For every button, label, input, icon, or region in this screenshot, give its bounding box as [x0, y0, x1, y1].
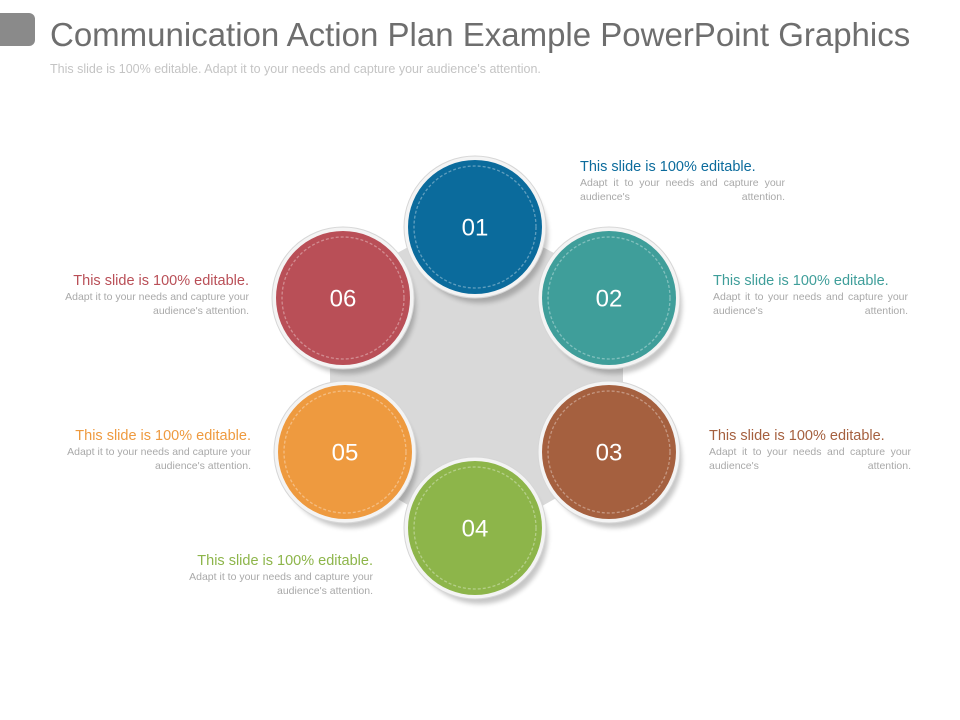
step-06-heading: This slide is 100% editable. [73, 273, 249, 289]
step-04-number: 04 [462, 516, 489, 543]
step-06-body: Adapt it to your needs and capture your … [65, 291, 249, 317]
step-01-label: This slide is 100% editable. Adapt it to… [580, 159, 785, 204]
step-03-body: Adapt it to your needs and capture your … [709, 446, 911, 472]
step-02-number: 02 [596, 286, 623, 313]
step-03-label: This slide is 100% editable. Adapt it to… [709, 428, 911, 473]
corner-tab [0, 13, 35, 46]
step-03-circle: 03 [537, 380, 682, 528]
step-03-heading: This slide is 100% editable. [709, 428, 885, 444]
step-01-heading: This slide is 100% editable. [580, 159, 756, 175]
slide-subtitle: This slide is 100% editable. Adapt it to… [50, 62, 541, 76]
step-01-circle: 01 [403, 155, 548, 303]
step-01-number: 01 [462, 215, 489, 242]
step-02-heading: This slide is 100% editable. [713, 273, 889, 289]
step-02-body: Adapt it to your needs and capture your … [713, 291, 908, 317]
step-05-circle: 05 [273, 380, 418, 528]
step-05-label: This slide is 100% editable. Adapt it to… [46, 428, 251, 473]
slide-title: Communication Action Plan Example PowerP… [50, 16, 911, 53]
step-04-label: This slide is 100% editable. Adapt it to… [168, 553, 373, 598]
step-05-heading: This slide is 100% editable. [75, 428, 251, 444]
step-06-label: This slide is 100% editable. Adapt it to… [44, 273, 249, 318]
step-05-body: Adapt it to your needs and capture your … [67, 446, 251, 472]
step-02-circle: 02 [537, 226, 682, 374]
step-04-body: Adapt it to your needs and capture your … [189, 571, 373, 597]
step-06-circle: 06 [271, 226, 416, 374]
step-02-label: This slide is 100% editable. Adapt it to… [713, 273, 908, 318]
step-01-body: Adapt it to your needs and capture your … [580, 177, 785, 203]
step-04-heading: This slide is 100% editable. [197, 553, 373, 569]
step-06-number: 06 [330, 286, 357, 313]
step-04-circle: 04 [403, 456, 548, 604]
step-05-number: 05 [332, 440, 359, 467]
step-03-number: 03 [596, 440, 623, 467]
